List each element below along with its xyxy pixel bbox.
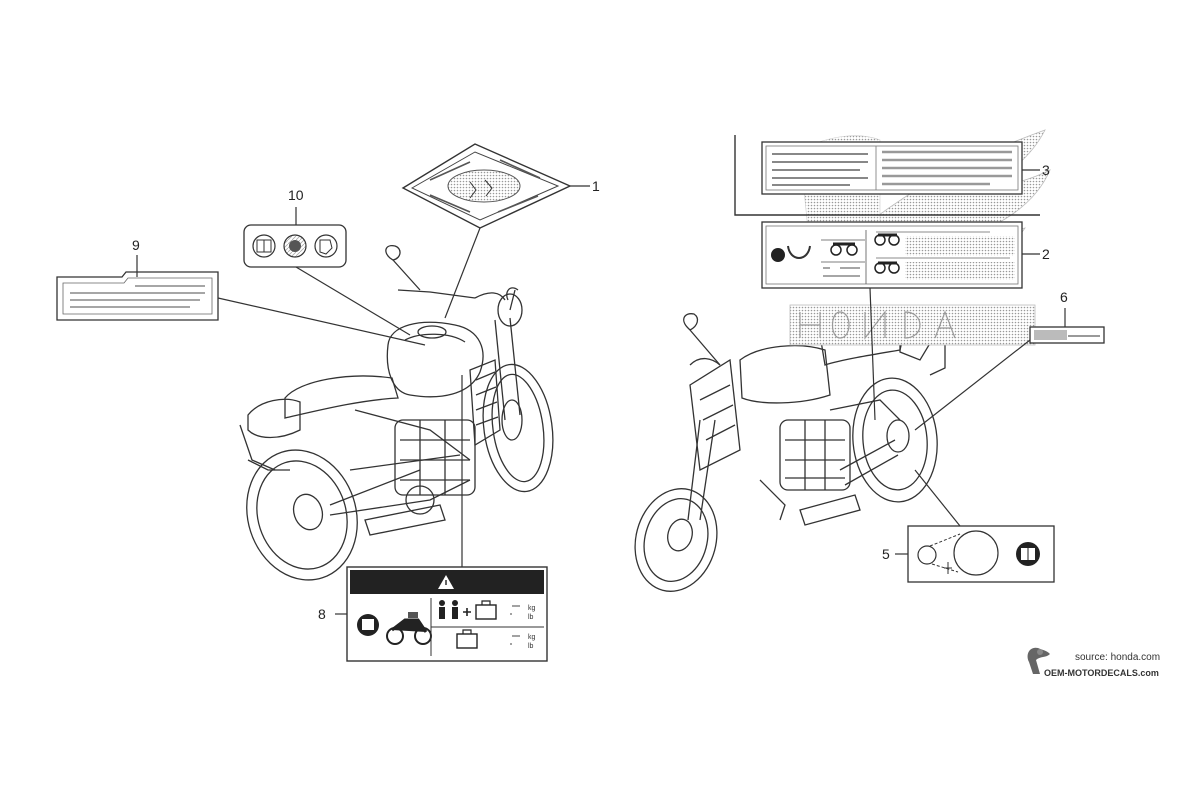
left-motorcycle-drawing	[239, 245, 554, 581]
label-8-unit-kg-bottom: kg	[528, 634, 536, 641]
callout-2: 2	[1042, 246, 1050, 262]
callout-9: 9	[132, 237, 140, 253]
callout-8: 8	[318, 606, 326, 622]
callout-5: 5	[882, 546, 890, 562]
source-credit: source: honda.com	[1075, 652, 1161, 663]
label-8-warning-decal	[346, 566, 548, 662]
label-8-unit-lb-top: lb	[528, 614, 534, 621]
callout-3: 3	[1042, 162, 1050, 178]
label-5-chain-decal	[907, 525, 1055, 583]
label-8-unit-kg-top: kg	[528, 605, 536, 612]
oem-motordecals-logo-icon	[1027, 647, 1050, 674]
label-9-text-decal	[56, 271, 219, 321]
label-2-tire-info-decal	[761, 221, 1023, 289]
callout-10: 10	[288, 187, 304, 203]
label-3-info-decal	[761, 141, 1023, 195]
leader-lines	[136, 169, 1066, 615]
label-1-hiss-decal	[401, 143, 572, 229]
label-6-strip-decal	[1029, 326, 1105, 344]
source-site: OEM-MOTORDECALS.com	[1044, 668, 1159, 678]
callout-6: 6	[1060, 289, 1068, 305]
callout-1: 1	[592, 178, 600, 194]
label-10-icon-decal	[243, 224, 347, 268]
label-8-unit-lb-bottom: lb	[528, 643, 534, 650]
label-3-bracket-line	[734, 135, 1040, 216]
right-motorcycle-drawing	[634, 313, 946, 592]
